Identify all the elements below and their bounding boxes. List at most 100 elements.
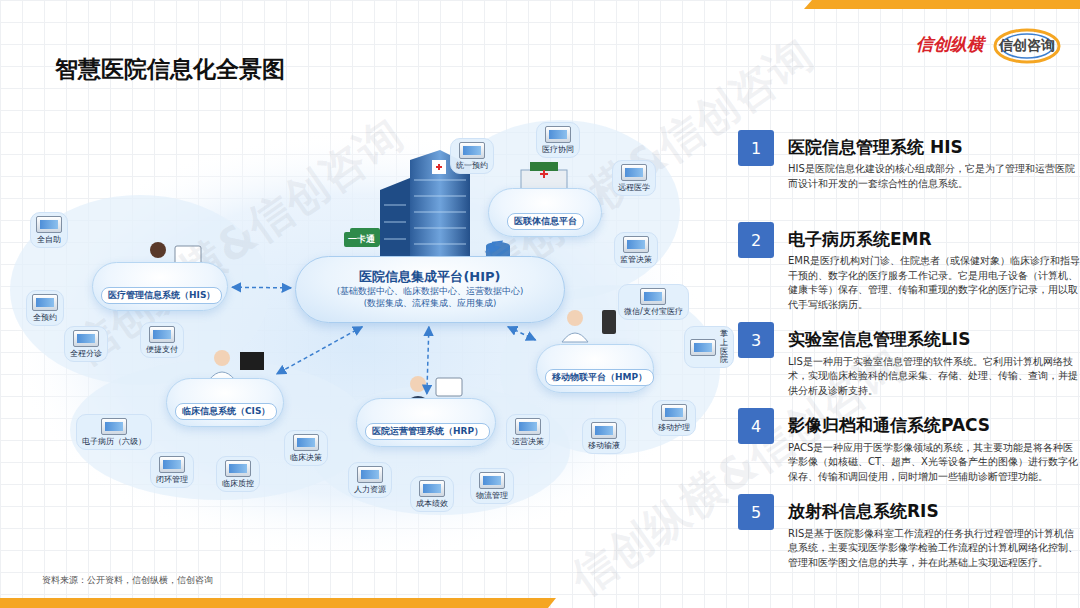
function-label: 闭环管理 bbox=[156, 475, 188, 485]
function-item: 电子病历（六级） bbox=[76, 414, 152, 450]
device-icon bbox=[36, 216, 62, 233]
function-label: 微信/支付宝医疗 bbox=[624, 307, 683, 317]
function-item: 远程医学 bbox=[612, 160, 656, 196]
device-icon bbox=[159, 456, 185, 473]
function-item: 闭环管理 bbox=[150, 452, 194, 488]
function-item: 人力资源 bbox=[348, 462, 392, 498]
item-description: PACS是一种应用于医学影像领域的系统，其主要功能是将各种医学影像（如核磁、CT… bbox=[788, 441, 1080, 485]
device-icon bbox=[293, 434, 319, 451]
system-cloud: 临床信息系统（CIS） bbox=[166, 378, 284, 427]
number-text: 1 bbox=[751, 139, 761, 158]
function-item: 监管决策 bbox=[614, 232, 658, 268]
device-icon bbox=[149, 326, 175, 343]
connector bbox=[277, 327, 363, 374]
function-item: 移动输液 bbox=[582, 418, 626, 454]
system-label: 医院运营管理系统（HRP） bbox=[365, 423, 490, 440]
function-item: 物流管理 bbox=[470, 468, 514, 504]
number-text: 5 bbox=[751, 503, 761, 522]
connector bbox=[486, 241, 502, 252]
device-icon bbox=[591, 422, 617, 439]
device-icon bbox=[73, 330, 99, 347]
system-cloud: 医联体信息平台 bbox=[488, 188, 602, 237]
device-icon bbox=[225, 460, 251, 477]
device-icon bbox=[419, 480, 445, 497]
function-item: 成本绩效 bbox=[410, 476, 454, 512]
function-item: 便捷支付 bbox=[140, 322, 184, 358]
function-label: 便捷支付 bbox=[146, 345, 178, 355]
number-text: 4 bbox=[751, 417, 761, 436]
item-description: EMR是医疗机构对门诊、住院患者（或保健对象）临床诊疗和指导干预的、数字化的医疗… bbox=[788, 254, 1080, 312]
function-label: 统一预约 bbox=[456, 161, 488, 171]
system-label: 移动物联平台（HMP） bbox=[545, 369, 654, 386]
function-item: 掌上医院 bbox=[684, 326, 734, 368]
logo-text: 信创咨询 bbox=[999, 37, 1055, 55]
callout-number: 5 bbox=[738, 494, 774, 530]
function-label: 临床决策 bbox=[290, 453, 322, 463]
item-heading: 放射科信息系统RIS bbox=[788, 501, 939, 521]
number-text: 3 bbox=[751, 331, 761, 350]
callout-number: 1 bbox=[738, 130, 774, 166]
function-label: 运营决策 bbox=[512, 437, 544, 447]
callout-number: 4 bbox=[738, 408, 774, 444]
device-icon bbox=[515, 418, 541, 435]
device-icon bbox=[623, 236, 649, 253]
item-description: RIS是基于医院影像科室工作流程的任务执行过程管理的计算机信息系统，主要实现医学… bbox=[788, 527, 1080, 571]
function-item: 统一预约 bbox=[450, 138, 494, 174]
platform-cloud: 医院信息集成平台(HIP)(基础数据中心、临床数据中心、运营数据中心)(数据集成… bbox=[295, 256, 565, 323]
system-label: 临床信息系统（CIS） bbox=[175, 403, 277, 420]
device-icon bbox=[621, 164, 647, 181]
function-label: 监管决策 bbox=[620, 255, 652, 265]
function-item: 全预约 bbox=[26, 290, 64, 326]
connector bbox=[427, 327, 429, 394]
callout-number: 3 bbox=[738, 322, 774, 358]
callout-number: 2 bbox=[738, 222, 774, 258]
device-icon bbox=[479, 472, 505, 489]
device-icon bbox=[101, 418, 127, 435]
source-note: 资料来源：公开资料，信创纵横，信创咨询 bbox=[42, 574, 213, 587]
device-icon bbox=[357, 466, 383, 483]
platform-title: 医院信息集成平台(HIP) bbox=[310, 269, 550, 286]
function-label: 掌上医院 bbox=[720, 330, 728, 365]
device-icon bbox=[661, 404, 687, 421]
function-label: 移动护理 bbox=[658, 423, 690, 433]
system-cloud: 医院运营管理系统（HRP） bbox=[356, 398, 496, 447]
logo-text: 信创纵横 bbox=[916, 33, 984, 56]
function-item: 临床决策 bbox=[284, 430, 328, 466]
function-item: 全自助 bbox=[30, 212, 68, 248]
device-icon bbox=[545, 126, 571, 143]
card-tag: 一卡通 bbox=[344, 232, 379, 247]
function-item: 移动护理 bbox=[652, 400, 696, 436]
connector bbox=[508, 327, 536, 340]
function-item: 临床质控 bbox=[216, 456, 260, 492]
item-description: HIS是医院信息化建设的核心组成部分，它是为了管理和运营医院而设计和开发的一套综… bbox=[788, 162, 1080, 191]
system-cloud: 医疗管理信息系统（HIS） bbox=[92, 262, 228, 311]
function-item: 全程分诊 bbox=[64, 326, 108, 362]
system-cloud: 移动物联平台（HMP） bbox=[536, 344, 654, 393]
function-item: 运营决策 bbox=[506, 414, 550, 450]
function-label: 医疗协同 bbox=[542, 145, 574, 155]
device-icon bbox=[640, 288, 666, 305]
connector bbox=[232, 287, 291, 289]
system-label: 医联体信息平台 bbox=[507, 213, 584, 230]
device-icon bbox=[690, 339, 716, 356]
function-label: 远程医学 bbox=[618, 183, 650, 193]
device-icon bbox=[459, 142, 485, 159]
function-label: 成本绩效 bbox=[416, 499, 448, 509]
function-label: 全自助 bbox=[37, 235, 61, 245]
system-label: 医疗管理信息系统（HIS） bbox=[101, 287, 222, 304]
function-label: 人力资源 bbox=[354, 485, 386, 495]
function-label: 临床质控 bbox=[222, 479, 254, 489]
function-item: 微信/支付宝医疗 bbox=[618, 284, 689, 320]
item-heading: 电子病历系统EMR bbox=[788, 229, 932, 249]
function-label: 全程分诊 bbox=[70, 349, 102, 359]
device-icon bbox=[32, 294, 58, 311]
function-label: 移动输液 bbox=[588, 441, 620, 451]
item-heading: 影像归档和通信系统PACS bbox=[788, 415, 990, 435]
function-label: 电子病历（六级） bbox=[82, 437, 146, 447]
function-label: 全预约 bbox=[33, 313, 57, 323]
platform-subtitle: (数据集成、流程集成、应用集成) bbox=[310, 298, 550, 310]
page-title: 智慧医院信息化全景图 bbox=[55, 54, 285, 85]
item-heading: 医院信息管理系统 HIS bbox=[788, 137, 963, 157]
item-heading: 实验室信息管理系统LIS bbox=[788, 329, 970, 349]
